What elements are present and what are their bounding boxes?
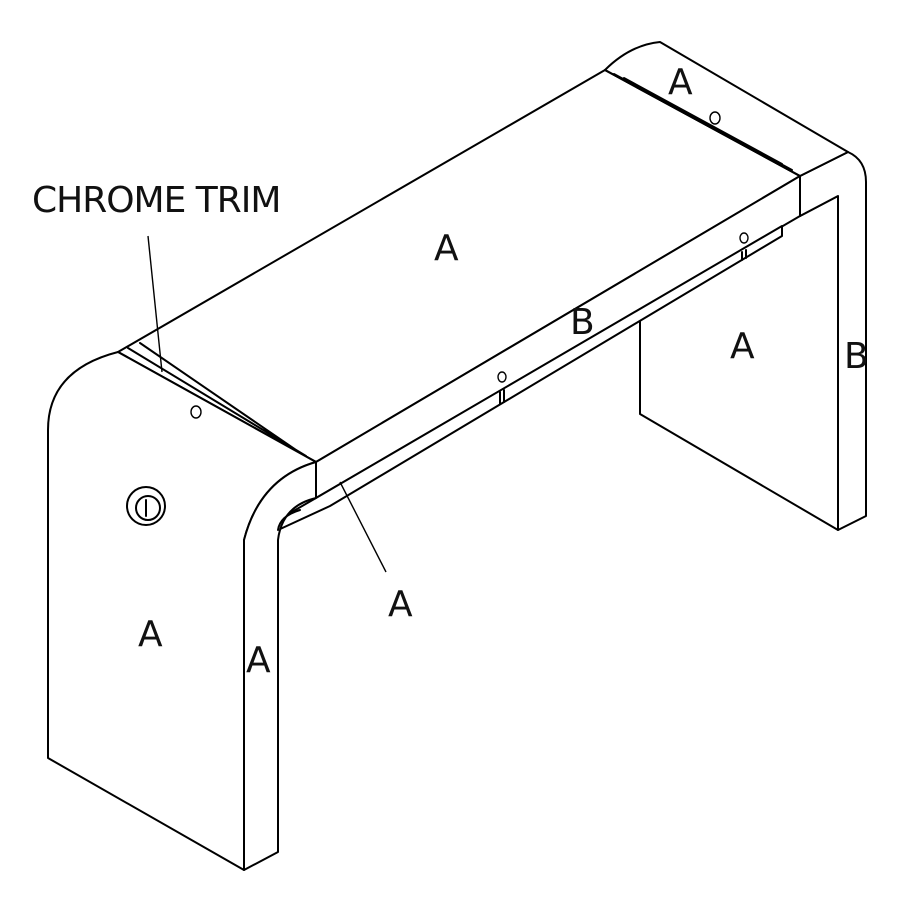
label-right-leg-inner: A <box>730 326 755 367</box>
front-trim-leader <box>339 481 387 573</box>
top-cap-hole <box>709 111 721 125</box>
apron-bracket-1 <box>499 389 505 405</box>
label-top-surface: A <box>434 228 459 269</box>
left-leg-inner-curve <box>277 509 301 531</box>
label-front-edge-band: B <box>570 302 595 343</box>
chrome-trim-right <box>604 69 801 177</box>
label-left-leg-edge: A <box>246 640 271 681</box>
chrome-trim-leader <box>147 235 163 373</box>
apron-hole-2 <box>739 232 749 244</box>
chrome-trim-callout: CHROME TRIM <box>32 180 281 221</box>
label-front-trim: A <box>388 584 413 625</box>
left-leg-knob-outer <box>126 486 166 526</box>
left-leg-hole <box>190 405 202 419</box>
left-leg-edge <box>243 461 317 871</box>
label-right-leg-edge: B <box>844 336 869 377</box>
apron-bracket-2 <box>741 249 747 261</box>
label-top-right-cap: A <box>668 62 693 103</box>
label-left-leg-face: A <box>138 614 163 655</box>
top-right-cap <box>604 41 849 177</box>
apron-hole-1 <box>497 371 507 383</box>
left-leg-knob-inner <box>135 495 161 521</box>
